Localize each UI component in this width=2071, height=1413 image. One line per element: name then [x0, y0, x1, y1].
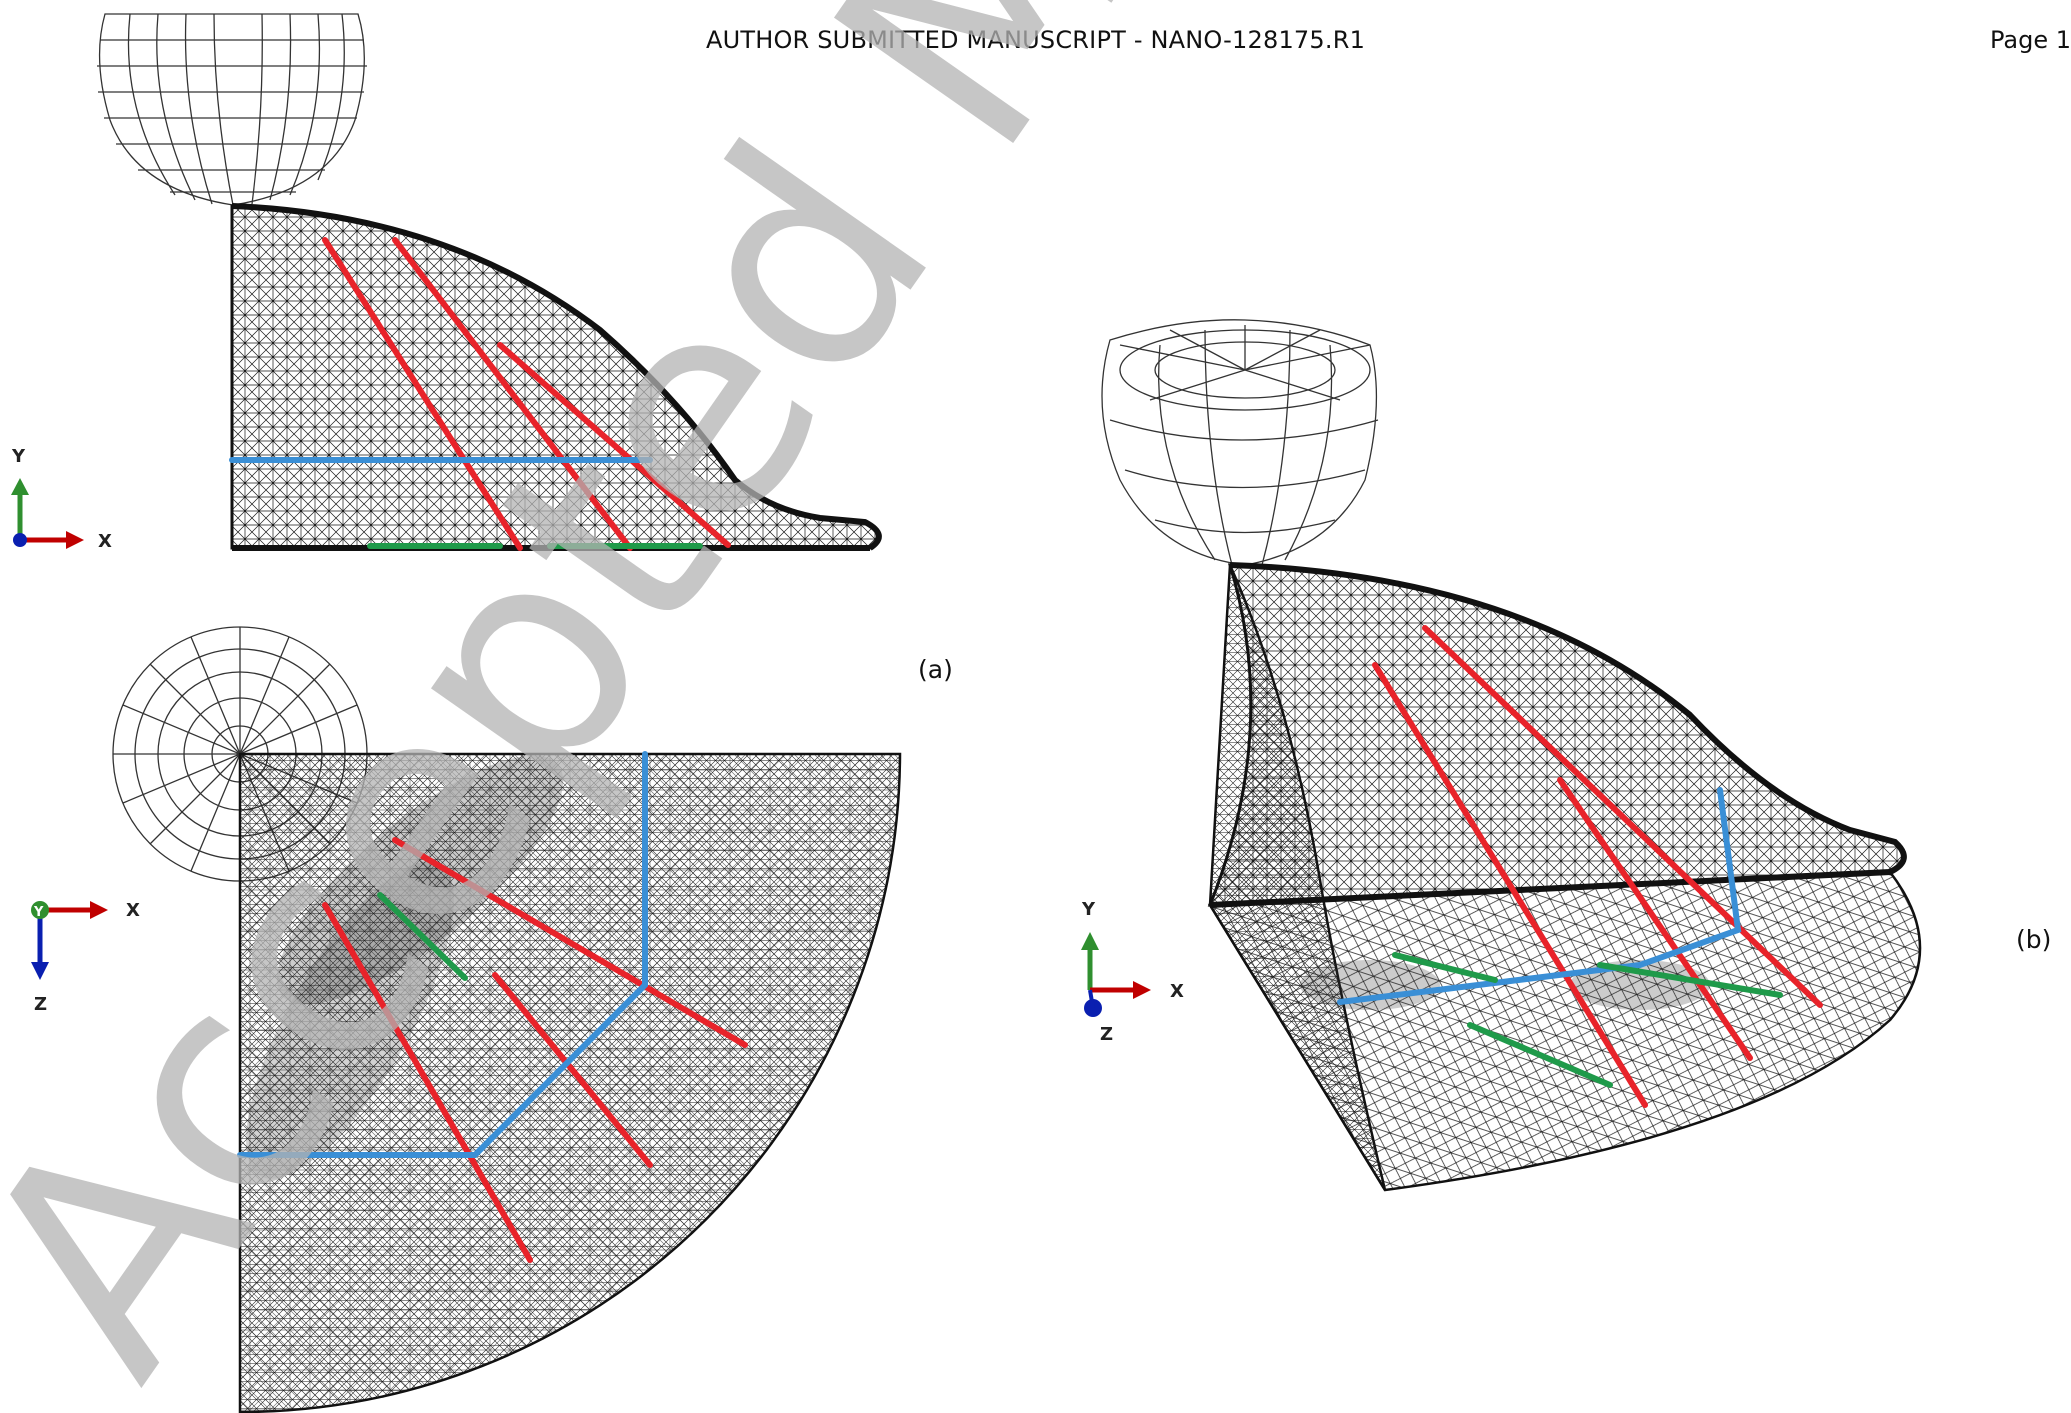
axis-label-x-top: X: [126, 900, 140, 921]
panel-a-top-view: Y X Z: [31, 626, 902, 1413]
fiber-paths-top: [237, 751, 748, 1263]
panel-label-a: (a): [918, 655, 953, 684]
tip-sphere-front: [97, 13, 367, 206]
cell-mesh-front: [230, 204, 881, 550]
axis-label-x: X: [98, 531, 112, 552]
cell-top-face-iso: [1207, 563, 1906, 907]
panel-b-isometric-view: Y X Z: [1081, 319, 1922, 1192]
axis-label-x-iso: X: [1170, 981, 1184, 1002]
axis-label-y-iso: Y: [1081, 899, 1096, 920]
cell-bottom-face-iso: [1207, 870, 1922, 1192]
axis-triad-top: Y X Z: [31, 900, 140, 1015]
axis-label-y: Y: [11, 446, 26, 467]
axis-label-z-iso: Z: [1100, 1024, 1113, 1045]
axis-label-y-top: Y: [33, 905, 44, 920]
fiber-paths-front: [229, 237, 731, 551]
axis-triad-iso: Y X Z: [1081, 899, 1184, 1045]
axis-triad-front: Y X: [11, 446, 112, 552]
page-number: Page 1: [1990, 26, 2071, 54]
axis-label-z-top: Z: [34, 994, 47, 1015]
panel-a-front-view: Y X: [11, 13, 882, 552]
fiber-paths-iso: [1337, 625, 1823, 1108]
panel-label-b: (b): [2016, 925, 2052, 954]
tip-sphere-iso: [1101, 319, 1379, 566]
manuscript-header: AUTHOR SUBMITTED MANUSCRIPT - NANO-12817…: [705, 26, 1366, 54]
